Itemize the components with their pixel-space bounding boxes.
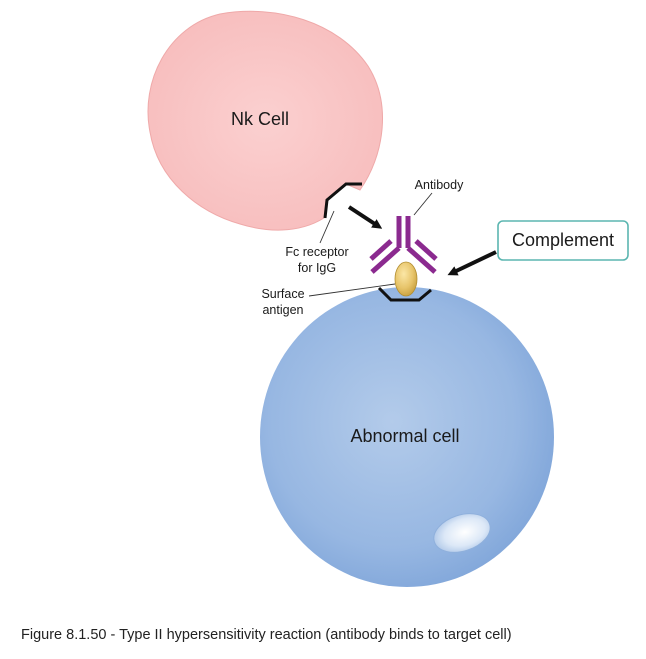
- nucleus-shape: [433, 513, 491, 553]
- fc-receptor-shape: [323, 182, 362, 219]
- complement-label: Complement: [512, 230, 614, 250]
- surface-antigen-leader-line: [308, 283, 396, 297]
- nk-to-antibody-arrow: [347, 205, 383, 229]
- antibody-shape: [369, 216, 438, 274]
- hypersensitivity-diagram: Nk Cell Abnormal cell Antibody Fc recept…: [147, 10, 629, 587]
- antibody-label: Antibody: [415, 178, 464, 192]
- fc-receptor-leader-line: [319, 210, 335, 244]
- figure-caption: Figure 8.1.50 - Type II hypersensitivity…: [21, 627, 512, 643]
- fc-receptor-label-line1: Fc receptor: [285, 245, 348, 259]
- complement-to-antibody-arrow: [447, 250, 497, 276]
- nk-cell-shape: [147, 10, 383, 231]
- fc-receptor-label-line2: for IgG: [298, 261, 336, 275]
- surface-antigen-label-line2: antigen: [262, 303, 303, 317]
- complement-box: [497, 220, 629, 261]
- nk-cell-label: Nk Cell: [231, 109, 289, 129]
- abnormal-cell-shape: [260, 287, 554, 587]
- antigen-binding-site: [377, 286, 432, 302]
- surface-antigen-label-line1: Surface: [261, 287, 304, 301]
- abnormal-cell-label: Abnormal cell: [350, 426, 459, 446]
- surface-antigen-shape: [394, 261, 418, 297]
- antibody-leader-line: [413, 192, 433, 216]
